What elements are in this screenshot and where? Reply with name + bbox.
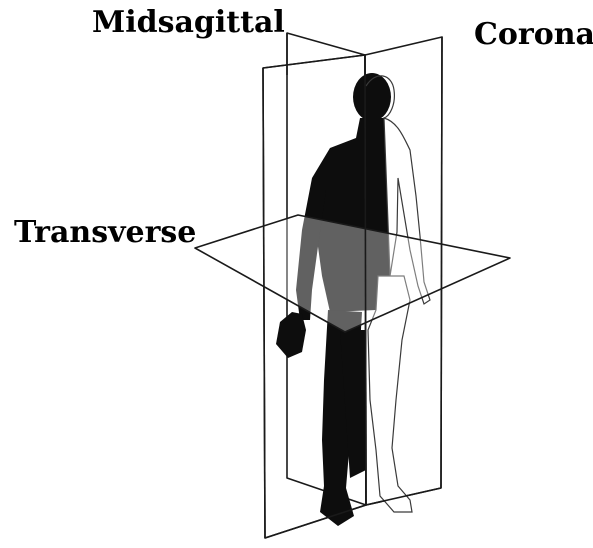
plane-edge-right <box>441 37 442 488</box>
midsagittal-label: Midsagittal <box>92 8 285 38</box>
coronal-label: Coronal <box>474 20 593 50</box>
transverse-plane <box>195 215 510 332</box>
plane-intersection-line <box>365 55 366 505</box>
transverse-label: Transverse <box>14 218 196 248</box>
